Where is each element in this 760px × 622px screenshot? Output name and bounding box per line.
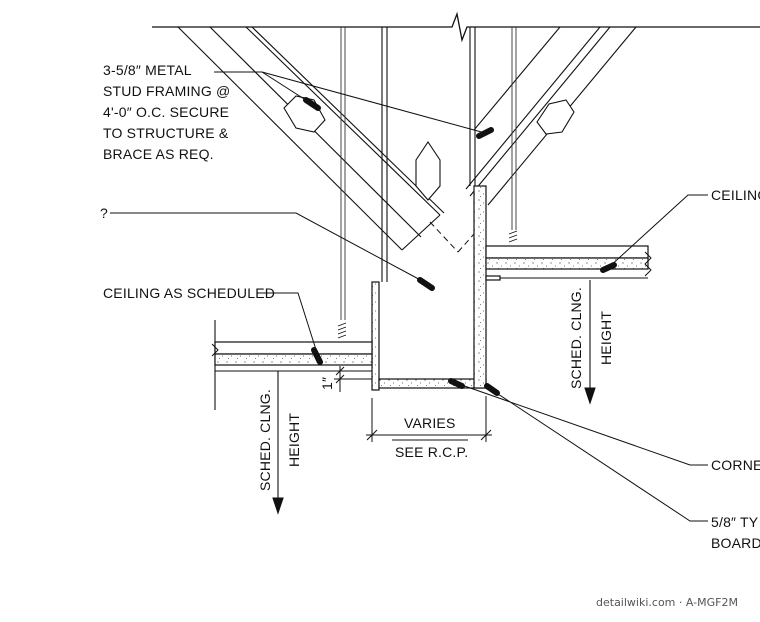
leader-ceiling-right: [607, 194, 708, 269]
stud-framing-line-2: STUD FRAMING @: [103, 83, 230, 99]
leader-dots: [303, 97, 617, 396]
stud-framing-line-3: 4'-0″ O.C. SECURE: [103, 104, 229, 120]
label-one-inch: 1″: [319, 377, 335, 390]
ceiling-right: [485, 245, 652, 281]
hanger-wires: [340, 27, 517, 320]
ceiling-left: [211, 320, 373, 410]
label-board-2: BOARD: [711, 535, 760, 551]
stud-framing-line-4: TO STRUCTURE &: [103, 125, 229, 141]
label-unknown: ?: [100, 205, 108, 221]
label-varies: VARIES: [404, 415, 456, 431]
label-ceiling-left: CEILING AS SCHEDULED: [103, 285, 275, 301]
label-see-rcp: SEE R.C.P.: [395, 444, 468, 460]
dimension-one-inch: [334, 366, 372, 392]
leader-ceiling-left: [262, 292, 319, 357]
structure-break-line: [152, 11, 760, 43]
leader-unknown: [110, 212, 427, 284]
soffit-gypsum-board: [371, 185, 487, 391]
stud-framing-line-1: 3-5/8″ METAL: [103, 62, 192, 78]
label-board-1: 5/8″ TY: [711, 514, 759, 530]
gusset-plate-center: [415, 141, 441, 201]
height-arrow-right: [584, 280, 596, 405]
label-sched-right-2: HEIGHT: [598, 311, 614, 365]
vertical-stud-framing: [381, 27, 476, 282]
wire-twist-ties: [337, 230, 518, 339]
gusset-plate-right: [536, 99, 575, 135]
hidden-brace-lines: [429, 221, 475, 253]
diagonal-brace-left: [177, 26, 445, 251]
label-sched-right-1: SCHED. CLNG.: [568, 287, 584, 389]
label-sched-left-1: SCHED. CLNG.: [257, 389, 273, 491]
dimension-varies: [366, 396, 492, 442]
label-corner: CORNE: [711, 457, 760, 473]
stud-framing-line-5: BRACE AS REQ.: [103, 146, 214, 162]
height-arrow-left: [272, 371, 284, 515]
label-ceiling-right: CEILING: [711, 187, 760, 203]
leader-corner: [455, 382, 708, 466]
watermark: detailwiki.com · A-MGF2M: [596, 596, 738, 609]
label-stud-framing: 3-5/8″ METAL STUD FRAMING @ 4'-0″ O.C. S…: [103, 62, 230, 162]
leader-board: [491, 389, 708, 522]
leader-lines: [110, 71, 708, 522]
label-sched-left-2: HEIGHT: [286, 413, 302, 467]
leader-stud-framing-2: [261, 71, 486, 134]
